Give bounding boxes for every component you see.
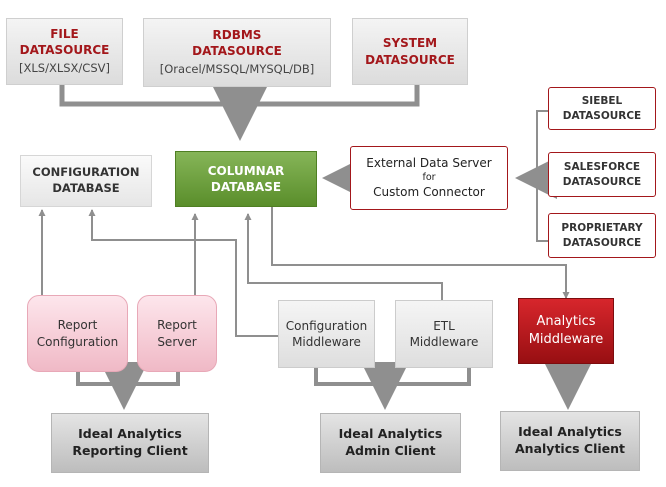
file-datasource-box: FILE DATASOURCE [XLS/XLSX/CSV] — [6, 18, 123, 85]
system-datasource-title: SYSTEM DATASOURCE — [365, 36, 455, 67]
reporting-client-box: Ideal Analytics Reporting Client — [51, 413, 209, 473]
configuration-database-box: CONFIGURATION DATABASE — [20, 155, 152, 207]
file-datasource-formats: [XLS/XLSX/CSV] — [19, 61, 110, 76]
line-etl-to-columnar — [244, 213, 443, 300]
rdbms-datasource-formats: [Oracel/MSSQL/MYSQL/DB] — [159, 62, 315, 77]
rdbms-datasource-box: RDBMS DATASOURCE [Oracel/MSSQL/MYSQL/DB] — [143, 18, 331, 87]
proprietary-datasource-box: PROPRIETARY DATASOURCE — [548, 213, 656, 258]
configuration-middleware-box: Configuration Middleware — [278, 300, 375, 368]
columnar-database-box: COLUMNAR DATABASE — [175, 151, 317, 207]
analytics-middleware-box: Analytics Middleware — [518, 298, 614, 364]
analytics-client-box: Ideal Analytics Analytics Client — [500, 411, 640, 471]
admin-client-box: Ideal Analytics Admin Client — [320, 413, 461, 473]
line-reporting-bracket — [76, 372, 180, 386]
etl-middleware-box: ETL Middleware — [395, 300, 493, 368]
external-data-server-box: External Data Server for Custom Connecto… — [350, 146, 508, 210]
line-connectors-bracket — [536, 110, 548, 242]
salesforce-datasource-box: SALESFORCE DATASOURCE — [548, 152, 656, 197]
line-config-mw-to-configdb — [88, 209, 278, 337]
line-admin-bracket — [314, 368, 471, 386]
siebel-datasource-box: SIEBEL DATASOURCE — [548, 87, 656, 130]
system-datasource-box: SYSTEM DATASOURCE — [352, 18, 468, 85]
rdbms-datasource-title: RDBMS DATASOURCE — [192, 28, 282, 59]
report-configuration-box: Report Configuration — [27, 295, 128, 372]
line-columnar-to-analytics — [271, 207, 570, 299]
report-server-box: Report Server — [137, 295, 217, 372]
file-datasource-title: FILE DATASOURCE — [19, 27, 110, 58]
